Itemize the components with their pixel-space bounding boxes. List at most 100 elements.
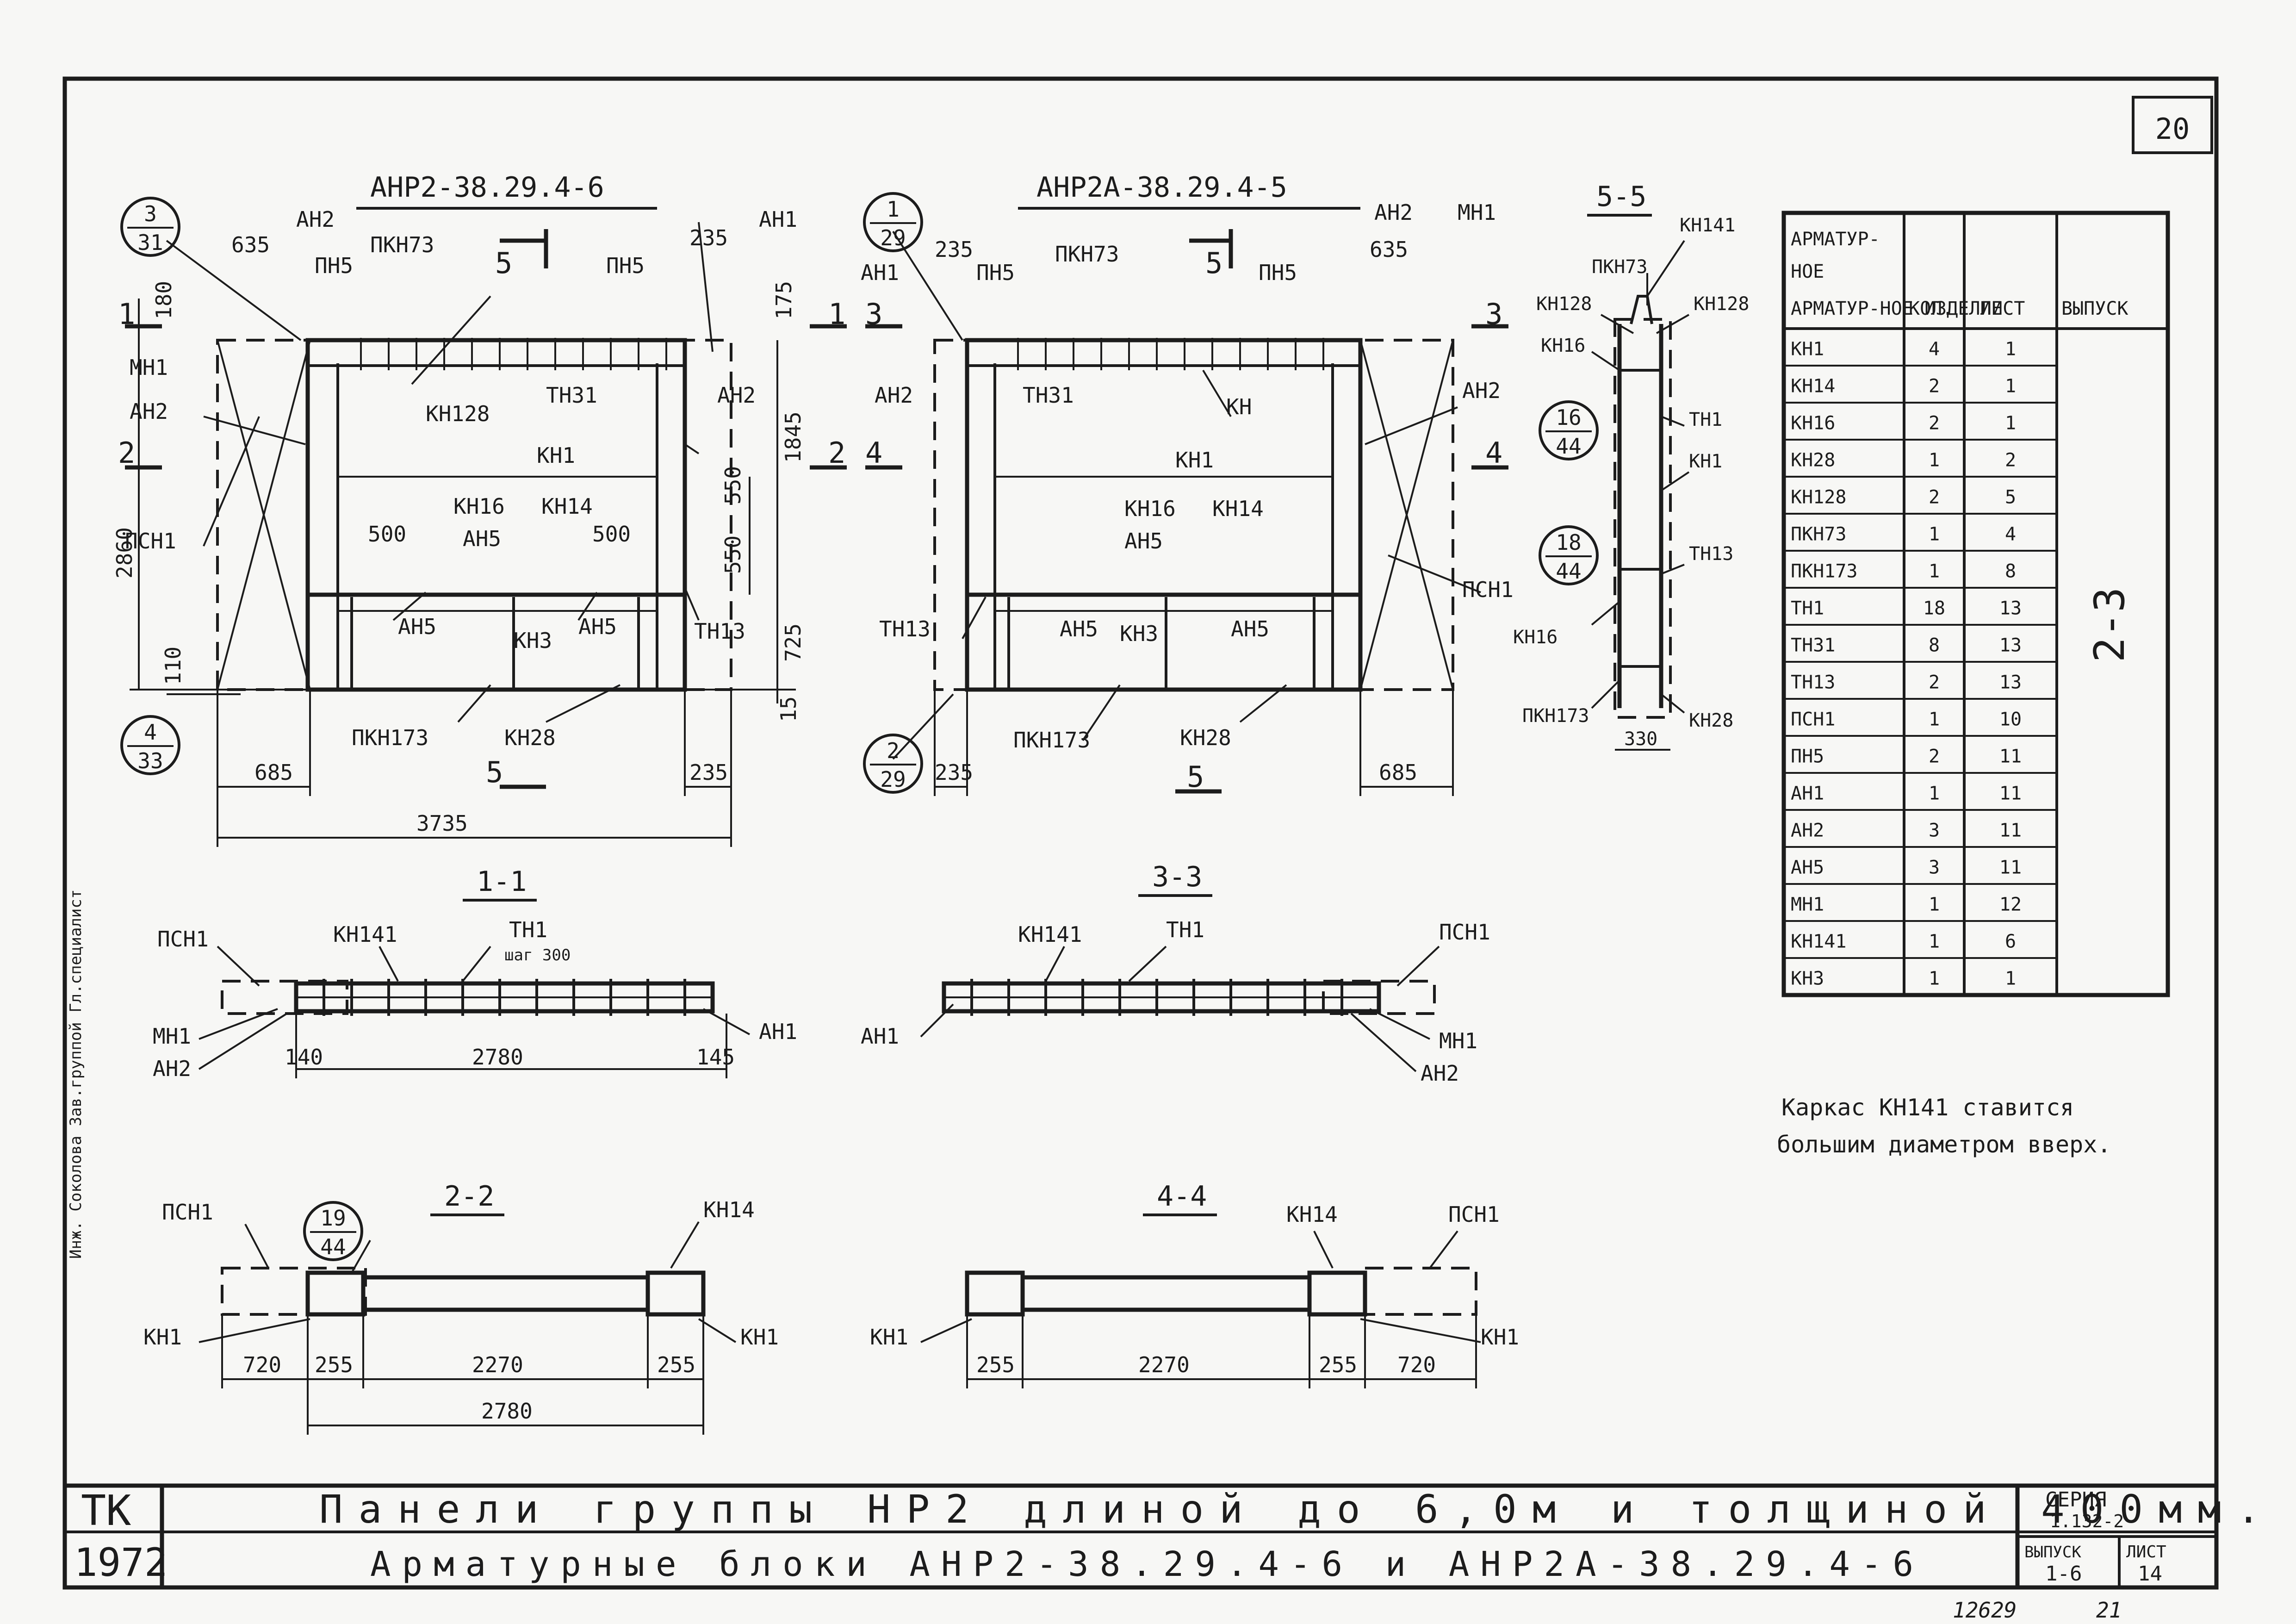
vl-label-9: АН2 [717, 383, 756, 408]
vr-section-mark-1: 5 [1187, 760, 1204, 794]
note: Каркас КН141 ставится большим диаметром … [1777, 1094, 2111, 1158]
vl-label-0: АН2 [296, 207, 335, 232]
v55-label-9: ПКН173 [1522, 705, 1589, 727]
vr-label-7: АН2 [875, 383, 913, 408]
issue-value: 1-6 [2045, 1562, 2082, 1586]
sec22-label-1: КН14 [703, 1197, 755, 1222]
table-cell-r9-c0: ТН13 [1791, 672, 1835, 693]
series-value: 1.132-2 [2050, 1511, 2124, 1531]
vr-section-mark-0: 5 [1205, 246, 1222, 280]
vl-label-16: АН5 [578, 614, 617, 639]
table-cell-r11-c0: ПН5 [1791, 746, 1824, 767]
vr-label-17: АН5 [1231, 616, 1269, 641]
table-cell-r6-c1: 1 [1929, 561, 1940, 582]
view-left: АНР2-38.29.4-6 [112, 171, 847, 847]
sec11-label-3: шаг 300 [504, 946, 571, 964]
sec44-dim-0: 255 [976, 1352, 1015, 1377]
sec44-label-0: КН14 [1286, 1202, 1338, 1227]
sec44-label-3: КН1 [1481, 1325, 1519, 1350]
table-cell-r3-c1: 1 [1929, 450, 1940, 471]
sec33-label-1: ТН1 [1166, 917, 1204, 942]
v55-callout-1-top: 18 [1556, 530, 1581, 555]
v55-callout-0-bottom: 44 [1556, 434, 1581, 459]
table-cell-r7-c1: 18 [1923, 598, 1945, 619]
table-cell-r17-c1: 1 [1929, 968, 1940, 989]
vl-label-14: АН5 [398, 614, 436, 639]
vl-label-11: КН16 [453, 494, 505, 519]
table-cell-r9-c2: 13 [1999, 672, 2022, 693]
vr-label-3: ПН5 [976, 260, 1015, 285]
table-cell-r17-c2: 1 [2005, 968, 2016, 989]
table-header-qty: КОЛ. [1909, 298, 1953, 319]
sec33-label-5: АН2 [1421, 1061, 1459, 1086]
sec22-callout-bottom: 44 [320, 1234, 346, 1259]
callout-1-top: 1 [887, 197, 900, 222]
section-2-2: 2-2 19 44 ПСН1 КН14 КН1 КН1 720 255 22 [143, 1180, 779, 1435]
v55-label-1: ПКН73 [1592, 256, 1647, 278]
sec22-dim-2: 2270 [472, 1352, 523, 1377]
table-cell-r0-c1: 4 [1929, 339, 1940, 360]
vl-dim-15: 3735 [416, 811, 468, 836]
table-header-product: АРМАТУР-НОЕ ИЗДЕЛИЕ [1791, 298, 2003, 319]
vl-dim-3: 175 [771, 281, 796, 319]
vl-dim-9: 110 [161, 647, 186, 685]
v55-callout-1-bottom: 44 [1556, 559, 1581, 584]
vl-label-19: КН28 [504, 725, 556, 750]
sec22-dim-1: 255 [315, 1352, 353, 1377]
series-label: СЕРИЯ [2045, 1488, 2106, 1512]
vr-label-15: АН5 [1060, 616, 1098, 641]
table-cell-r2-c2: 1 [2005, 413, 2016, 434]
vr-label-11: КН16 [1124, 496, 1176, 521]
side-code: 2-3 [2085, 587, 2134, 663]
vr-section-mark-5: 4 [1485, 436, 1502, 470]
vr-label-20: КН28 [1180, 725, 1231, 750]
vl-section-mark-5: 2 [828, 436, 845, 470]
sec22-label-0: ПСН1 [162, 1200, 213, 1225]
vr-label-1: МН1 [1458, 200, 1496, 225]
sec22-dim-0: 720 [243, 1352, 281, 1377]
sec22-label-3: КН1 [740, 1325, 779, 1350]
title-org: ТК [81, 1487, 131, 1535]
vl-dim-12: 500 [592, 522, 631, 547]
table-cell-r15-c1: 1 [1929, 894, 1940, 915]
vl-section-mark-2: 1 [118, 297, 135, 331]
table-cell-r10-c2: 10 [1999, 709, 2022, 730]
table-cell-r4-c2: 5 [2005, 487, 2016, 508]
table-cell-r1-c0: КН14 [1791, 376, 1835, 397]
section-3-3: 3-3 КН141 ТН1 ПСН1 АН1 МН1 АН2 [861, 861, 1490, 1086]
table-cell-r1-c1: 2 [1929, 376, 1940, 397]
note-line-1: Каркас КН141 ставится [1781, 1094, 2074, 1121]
callout-4-bottom: 33 [137, 748, 163, 773]
page-number: 20 [2155, 112, 2190, 146]
table-cell-r6-c0: ПКН173 [1791, 561, 1858, 582]
vl-label-13: АН5 [463, 526, 501, 551]
vl-dim-6: 550 [720, 535, 745, 574]
vr-label-0: АН2 [1374, 200, 1413, 225]
vl-label-15: КН3 [514, 628, 552, 653]
vr-label-10: КН1 [1175, 448, 1214, 473]
vr-label-12: КН14 [1212, 496, 1264, 521]
table-cell-r8-c2: 13 [1999, 635, 2022, 656]
vl-label-7: КН128 [426, 401, 490, 426]
table-cell-r13-c0: АН2 [1791, 820, 1824, 841]
table-cell-r12-c1: 1 [1929, 783, 1940, 804]
table-cell-r12-c0: АН1 [1791, 783, 1824, 804]
sheet-frame [62, 76, 2219, 1590]
sec11-label-2: ТН1 [509, 917, 547, 942]
issue-label: ВЫПУСК [2024, 1543, 2081, 1562]
vr-label-2: АН1 [861, 260, 899, 285]
sec11-label-1: КН141 [333, 922, 397, 947]
vr-section-mark-3: 3 [1485, 297, 1502, 331]
vl-label-3: АН1 [759, 207, 797, 232]
table-cell-r15-c2: 12 [1999, 894, 2022, 915]
vl-dim-10: 15 [776, 697, 801, 722]
sec22-callout-top: 19 [320, 1206, 346, 1231]
sec11-title: 1-1 [477, 865, 527, 898]
v55-label-6: КН1 [1689, 451, 1722, 472]
vl-dim-11: 500 [368, 522, 406, 547]
table-cell-r4-c1: 2 [1929, 487, 1940, 508]
sec33-title: 3-3 [1152, 861, 1202, 893]
vl-dim-7: 725 [781, 623, 806, 662]
sec44-dim-3: 720 [1397, 1352, 1436, 1377]
